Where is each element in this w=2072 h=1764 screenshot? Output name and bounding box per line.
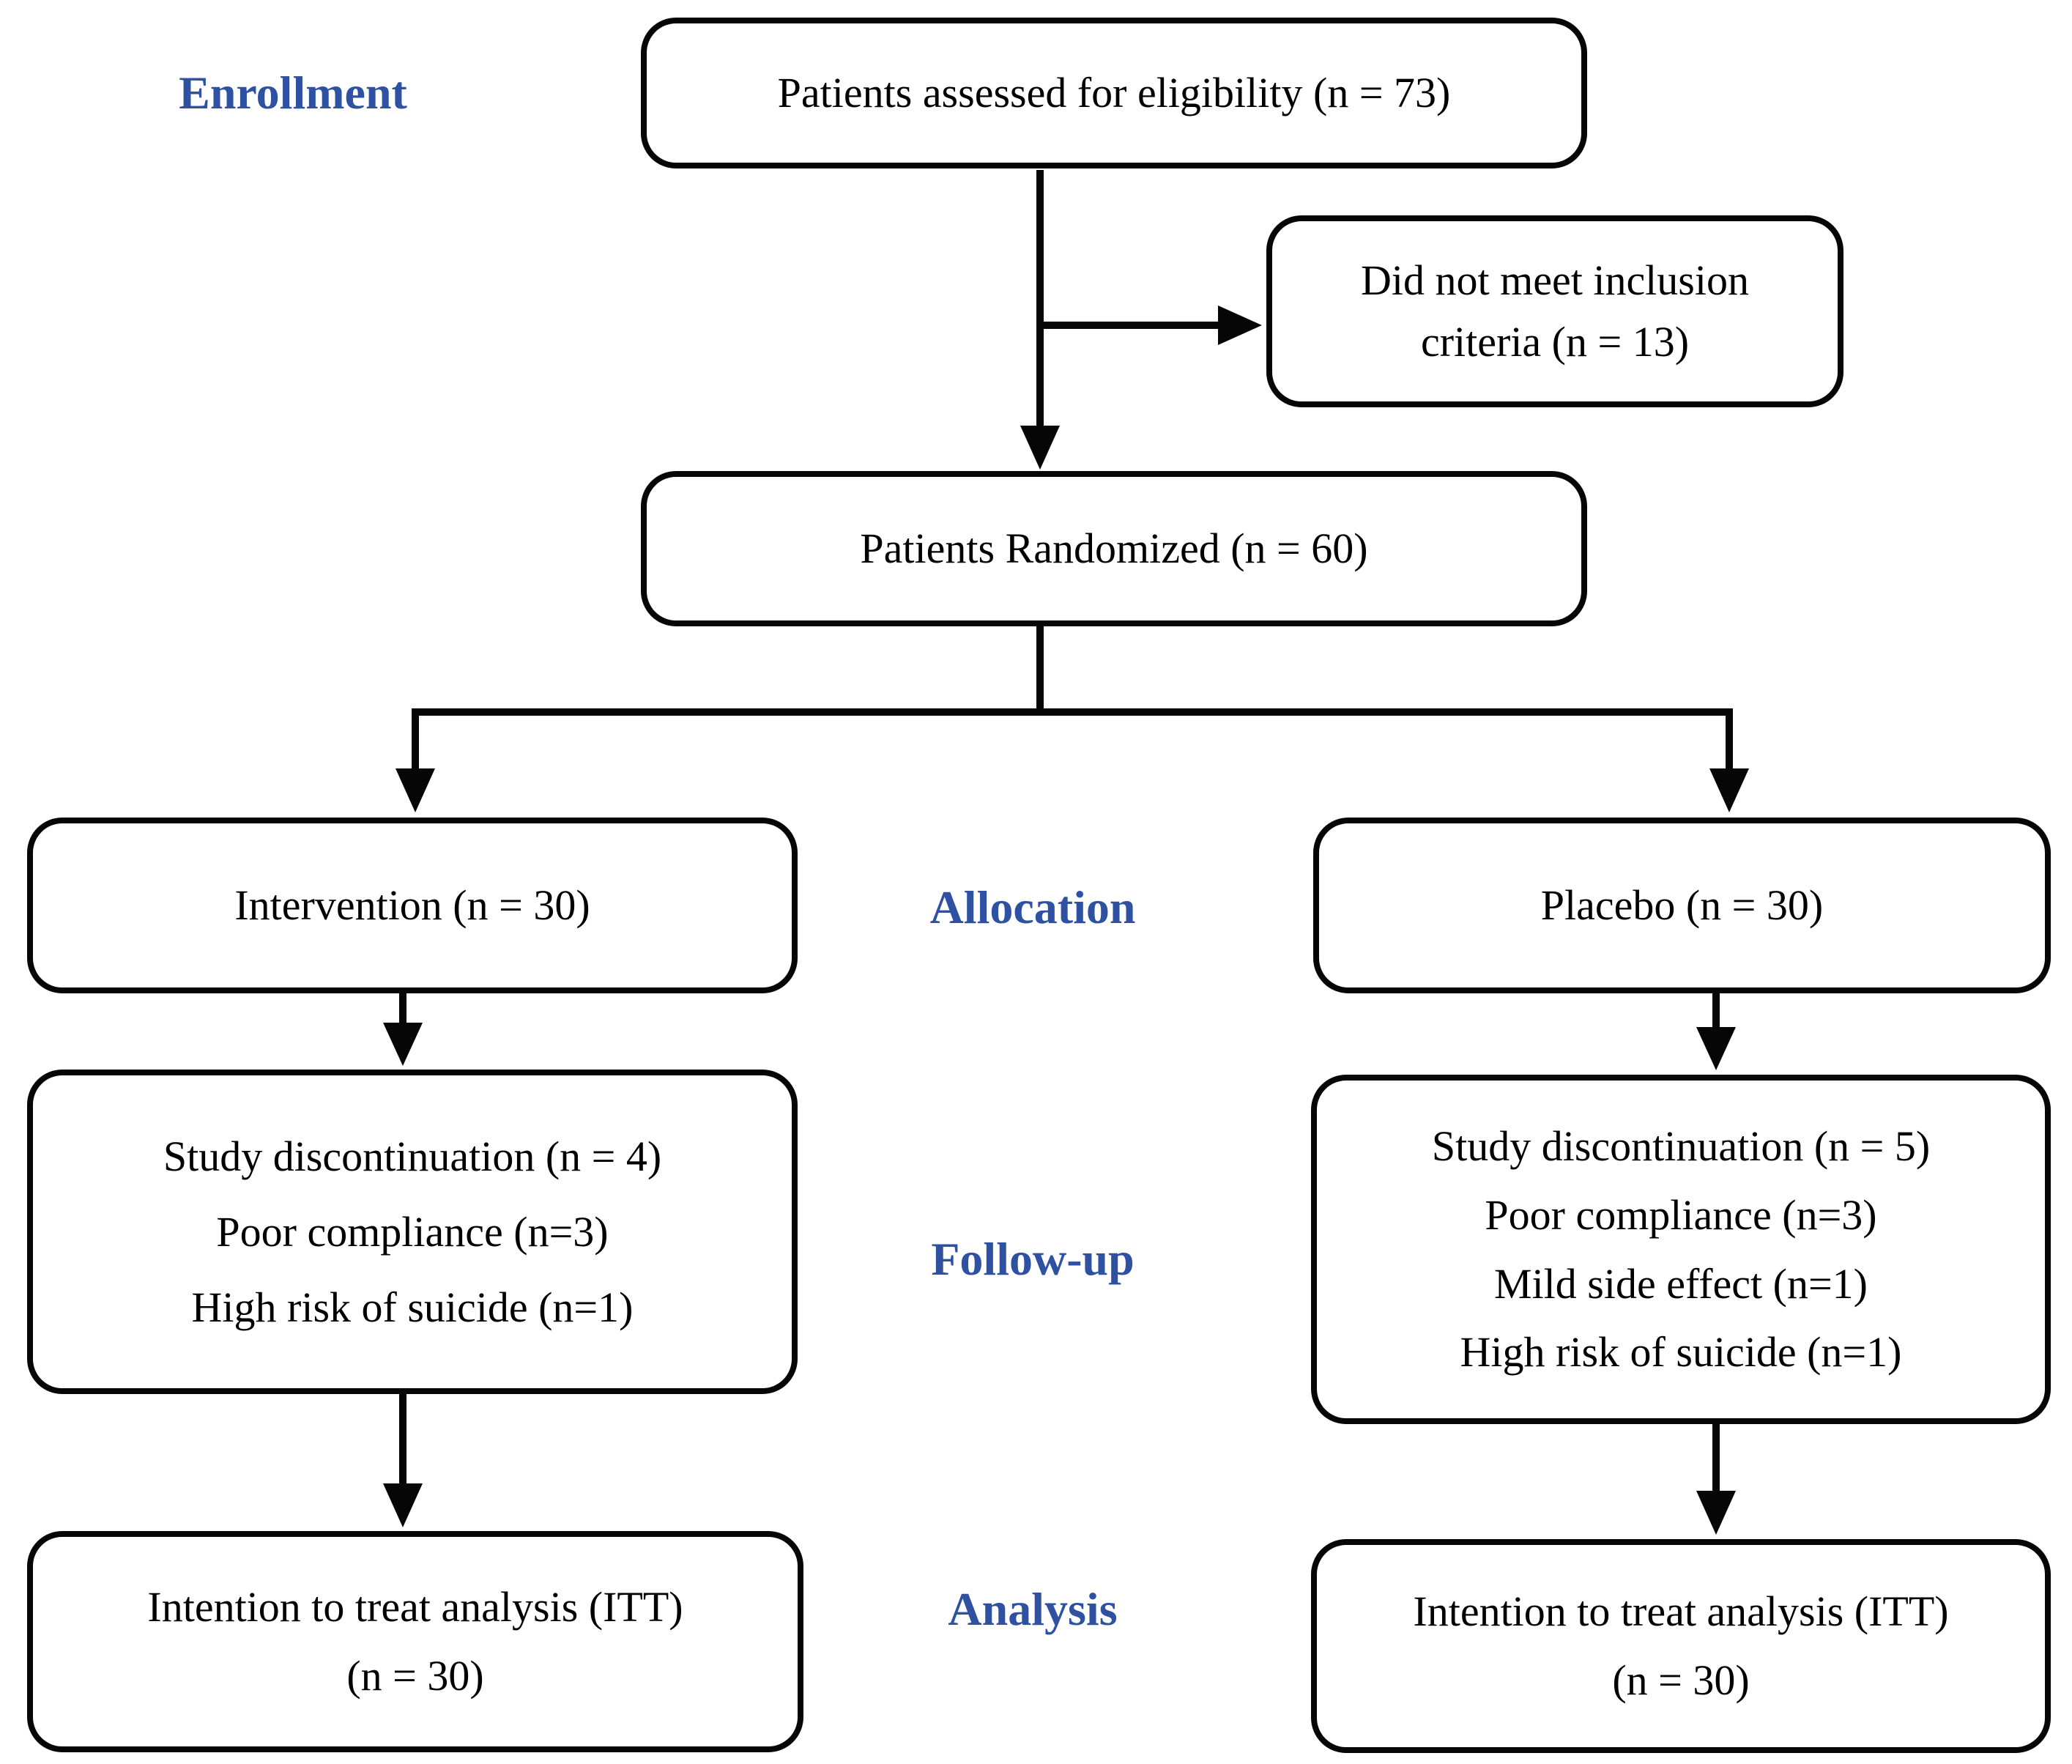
followup-left-line-3: High risk of suicide (n=1) [191, 1283, 634, 1332]
followup-right-line-3: Mild side effect (n=1) [1494, 1259, 1868, 1308]
stage-label-followup: Follow-up [931, 1233, 1135, 1285]
box-excluded: Did not meet inclusion criteria (n = 13) [1266, 215, 1843, 407]
stage-label-analysis: Analysis [948, 1583, 1118, 1635]
itt-left-line-2: (n = 30) [346, 1652, 484, 1700]
arrowhead-to-excluded [1218, 305, 1262, 345]
arrowhead-to-itt-right [1696, 1491, 1736, 1535]
arrowhead-to-followup-left [383, 1023, 423, 1066]
followup-right-line-4: High risk of suicide (n=1) [1460, 1328, 1902, 1376]
box-randomized-text: Patients Randomized (n = 60) [860, 524, 1368, 572]
box-itt-placebo: Intention to treat analysis (ITT) (n = 3… [1311, 1539, 2051, 1753]
followup-left-line-1: Study discontinuation (n = 4) [163, 1132, 662, 1180]
connector-lines [399, 170, 1733, 1493]
box-placebo: Placebo (n = 30) [1313, 818, 2051, 993]
arrowhead-to-randomized [1020, 426, 1060, 470]
itt-right-line-2: (n = 30) [1612, 1656, 1750, 1704]
arrowhead-to-placebo [1709, 768, 1749, 812]
box-placebo-text: Placebo (n = 30) [1540, 881, 1824, 929]
box-intervention-text: Intervention (n = 30) [234, 881, 590, 929]
arrowhead-to-followup-right [1696, 1027, 1736, 1070]
box-excluded-line-2: criteria (n = 13) [1420, 318, 1690, 366]
box-randomized: Patients Randomized (n = 60) [641, 471, 1587, 626]
box-eligibility-text: Patients assessed for eligibility (n = 7… [777, 68, 1451, 116]
box-excluded-line-1: Did not meet inclusion [1361, 256, 1749, 304]
followup-left-line-2: Poor compliance (n=3) [216, 1207, 609, 1256]
box-intervention: Intervention (n = 30) [27, 818, 798, 993]
stage-label-enrollment: Enrollment [179, 67, 407, 119]
box-followup-placebo: Study discontinuation (n = 5) Poor compl… [1311, 1075, 2051, 1424]
followup-right-line-1: Study discontinuation (n = 5) [1431, 1122, 1931, 1170]
itt-left-line-1: Intention to treat analysis (ITT) [147, 1583, 683, 1631]
followup-right-line-2: Poor compliance (n=3) [1485, 1190, 1877, 1239]
arrowhead-to-itt-left [383, 1483, 423, 1527]
arrowhead-to-intervention [396, 768, 435, 812]
box-itt-intervention: Intention to treat analysis (ITT) (n = 3… [27, 1531, 803, 1752]
arrowheads [383, 305, 1749, 1535]
box-followup-intervention: Study discontinuation (n = 4) Poor compl… [27, 1070, 798, 1394]
itt-right-line-1: Intention to treat analysis (ITT) [1413, 1587, 1949, 1636]
stage-label-allocation: Allocation [929, 881, 1136, 933]
box-eligibility: Patients assessed for eligibility (n = 7… [641, 18, 1587, 168]
